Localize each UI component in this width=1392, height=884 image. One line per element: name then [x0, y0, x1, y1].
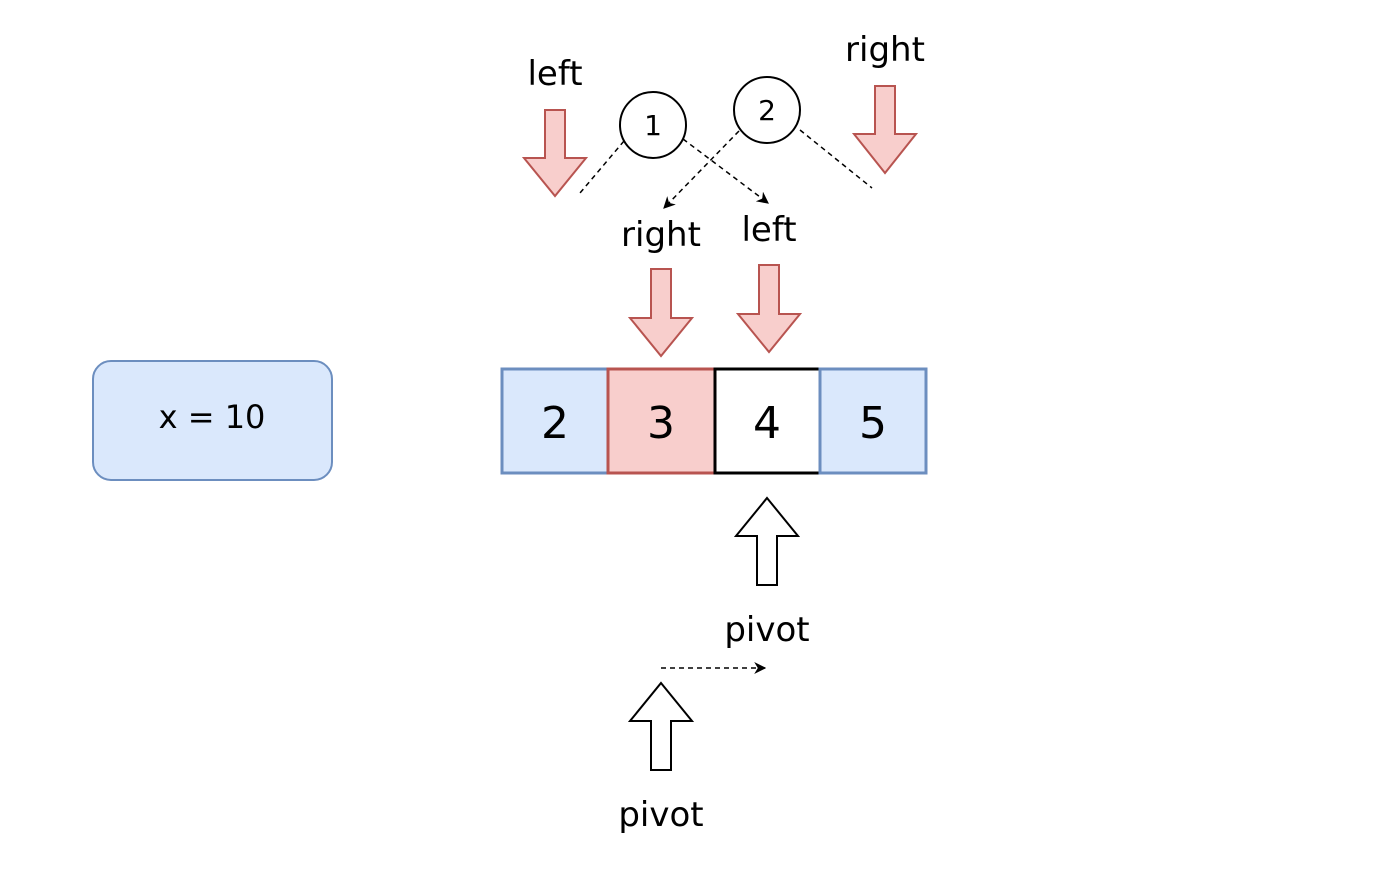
array-cell-1-value: 3	[647, 398, 675, 449]
upper-pivot-label: pivot	[724, 610, 809, 650]
step-2-label: 2	[758, 94, 776, 127]
variable-box: x = 10	[92, 360, 333, 481]
top-right-pointer-label: right	[845, 30, 925, 70]
mid-right-pointer-label: right	[621, 215, 701, 255]
array-cell-3	[818, 367, 928, 475]
array-cell-0-value: 2	[541, 398, 569, 449]
array-cell-3-value: 5	[859, 398, 887, 449]
array-cell-2-value: 4	[753, 398, 781, 449]
upper-pivot-up-arrow	[733, 496, 801, 586]
mid-left-pointer-label: left	[741, 210, 796, 250]
step-1-label: 1	[644, 109, 662, 142]
lower-pivot-up-arrow	[627, 681, 695, 771]
step-1-connector-left	[579, 140, 625, 194]
array-cell-0	[500, 367, 610, 475]
top-right-down-arrow	[851, 85, 919, 175]
lower-pivot-label: pivot	[618, 795, 703, 835]
variable-box-label: x = 10	[159, 398, 266, 436]
array: 2 3 4 5	[500, 367, 928, 475]
top-left-pointer-label: left	[527, 54, 582, 94]
step-1-swap-arrow	[682, 138, 769, 204]
step-2-connector-right	[799, 129, 873, 189]
array-cell-2	[713, 367, 822, 475]
top-left-down-arrow	[521, 109, 589, 198]
step-2-circle: 2	[733, 76, 801, 144]
step-1-circle: 1	[619, 91, 687, 159]
mid-left-down-arrow	[735, 264, 803, 354]
mid-right-down-arrow	[627, 268, 695, 358]
array-cell-1	[606, 367, 717, 475]
